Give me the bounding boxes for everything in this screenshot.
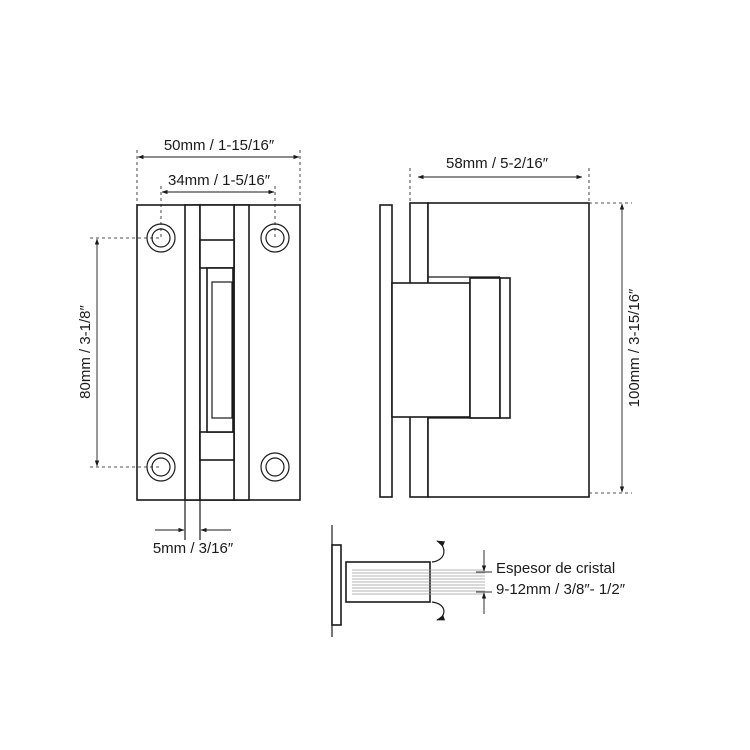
front-view: 50mm / 1-15/16″ 34mm / 1-5/16″ 80mm / 3-… [77,137,301,557]
height-label: 100mm / 3-15/16″ [626,288,643,407]
glass-thickness-detail: Espesor de cristal 9-12mm / 3/8″- 1/2″ [331,525,626,637]
side-pivot-arm [391,282,471,418]
front-knuckle-right [233,204,250,501]
side-pivot-cap [499,277,511,419]
side-view: 58mm / 5-2/16″ 100mm / 3-15/16″ [379,155,643,498]
front-recess [206,267,234,433]
dimension-hole-vertical: 80mm / 3-1/8″ [77,237,161,468]
detail-mount-plate [331,544,342,626]
front-center-block-bottom [199,431,235,461]
dimension-height: 100mm / 3-15/16″ [589,202,643,494]
side-pivot-block [469,277,501,419]
front-recess-inner [211,281,233,419]
glass-thickness-range: 9-12mm / 3/8″- 1/2″ [496,581,626,598]
front-knuckle-left [184,204,201,501]
dimension-glass-thickness [476,550,492,614]
dimension-hole-spacing: 34mm / 1-5/16″ [160,172,276,238]
dimension-overall-width: 50mm / 1-15/16″ [136,137,301,205]
dimension-gap: 5mm / 3/16″ [153,500,234,557]
rotation-arrow-down-icon [431,601,446,621]
glass-thickness-title: Espesor de cristal [496,560,615,577]
screw-hole-bottom-right [260,452,290,482]
hole-spacing-label: 34mm / 1-5/16″ [168,172,271,189]
front-center-block-top [199,239,235,269]
overall-width-label: 50mm / 1-15/16″ [164,137,275,154]
rotation-arrow-up-icon [431,540,446,563]
glass-panel-lines [352,569,485,595]
dimension-side-depth: 58mm / 5-2/16″ [409,155,590,203]
gap-label: 5mm / 3/16″ [153,540,234,557]
side-depth-label: 58mm / 5-2/16″ [446,155,549,172]
hole-vertical-label: 80mm / 3-1/8″ [77,304,94,398]
side-mount-plate [379,204,393,498]
